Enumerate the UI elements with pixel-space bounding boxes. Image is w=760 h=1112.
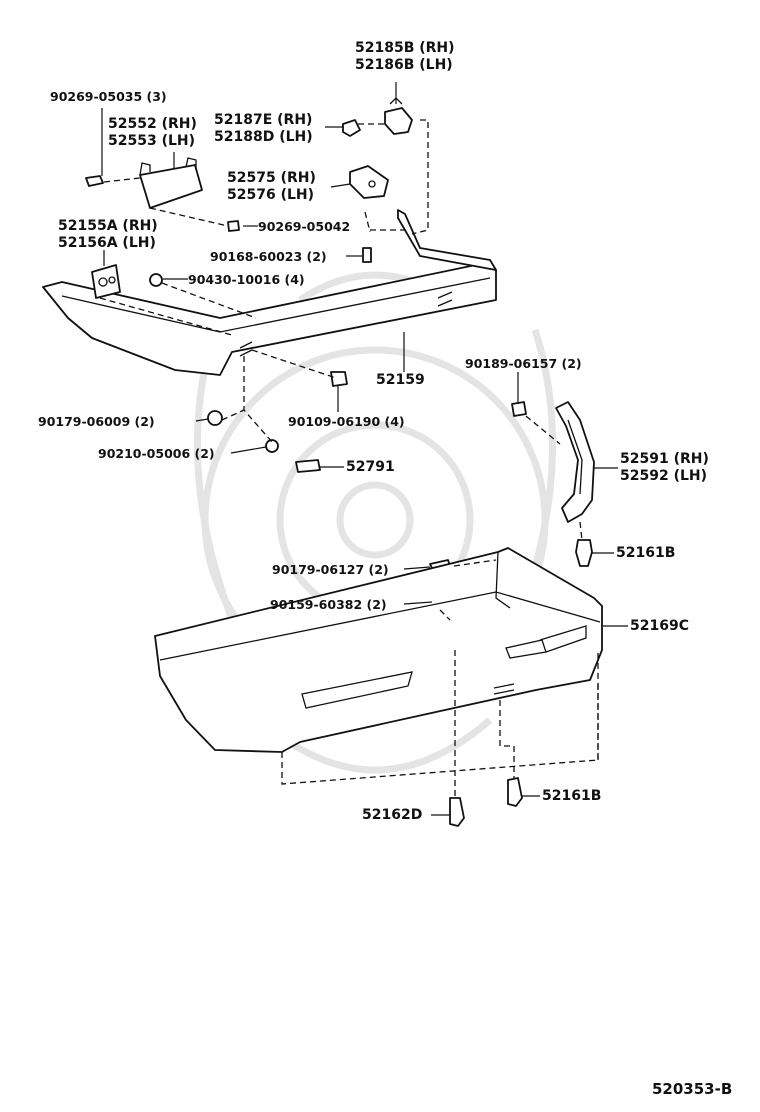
side-retainer — [555, 401, 595, 523]
label-90179-06127: 90179-06127 (2) — [272, 562, 389, 577]
label-52162d: 52162D — [362, 807, 423, 823]
label-52155a-rh: 52155A (RH) — [58, 218, 158, 234]
leader-lines — [101, 82, 628, 816]
label-90269-05035: 90269-05035 (3) — [50, 89, 167, 104]
fasteners — [85, 175, 593, 827]
label-90168-60023: 90168-60023 (2) — [210, 249, 327, 264]
clip-52187e — [342, 119, 361, 137]
label-90189-06157: 90189-06157 (2) — [465, 356, 582, 371]
label-52575-52576: 52575 (RH) 52576 (LH) — [227, 170, 316, 204]
label-52575-rh: 52575 (RH) — [227, 170, 316, 186]
label-90159-60382: 90159-60382 (2) — [270, 597, 387, 612]
label-52159: 52159 — [376, 372, 425, 388]
label-52169c: 52169C — [630, 618, 689, 634]
label-52552-rh: 52552 (RH) — [108, 116, 197, 132]
label-52187e-rh: 52187E (RH) — [214, 112, 313, 128]
assembly-lines — [99, 119, 599, 798]
label-52591-rh: 52591 (RH) — [620, 451, 709, 467]
label-52591-52592: 52591 (RH) 52592 (LH) — [620, 451, 709, 485]
label-90210-05006: 90210-05006 (2) — [98, 446, 215, 461]
label-52185b-rh: 52185B (RH) — [355, 40, 455, 56]
upper-bracket — [384, 97, 413, 135]
label-90430-10016: 90430-10016 (4) — [188, 272, 305, 287]
bumper-stay — [139, 157, 203, 209]
label-90179-06009: 90179-06009 (2) — [38, 414, 155, 429]
label-90269-05042: 90269-05042 — [258, 219, 351, 234]
label-52188d-lh: 52188D (LH) — [214, 129, 313, 145]
label-52552-52553: 52552 (RH) 52553 (LH) — [108, 116, 197, 150]
label-52155a-52156a: 52155A (RH) 52156A (LH) — [58, 218, 158, 252]
label-52185b-52186b: 52185B (RH) 52186B (LH) — [355, 40, 455, 74]
label-52156a-lh: 52156A (LH) — [58, 235, 156, 251]
label-52553-lh: 52553 (LH) — [108, 133, 196, 149]
label-52187e-52188d: 52187E (RH) 52188D (LH) — [214, 112, 313, 146]
label-52161b-upper: 52161B — [616, 545, 676, 561]
diagram-code: 520353-B — [652, 1080, 733, 1098]
bumper-reinforcement — [42, 209, 497, 376]
reinforcement-retainer — [91, 264, 121, 299]
label-52791: 52791 — [346, 459, 395, 475]
label-52161b-lower: 52161B — [542, 788, 602, 804]
label-52186b-lh: 52186B (LH) — [355, 57, 453, 73]
label-52576-lh: 52576 (LH) — [227, 187, 315, 203]
side-bracket — [349, 165, 389, 199]
label-90109-06190: 90109-06190 (4) — [288, 414, 405, 429]
label-52592-lh: 52592 (LH) — [620, 468, 708, 484]
bumper-cover — [154, 547, 603, 753]
